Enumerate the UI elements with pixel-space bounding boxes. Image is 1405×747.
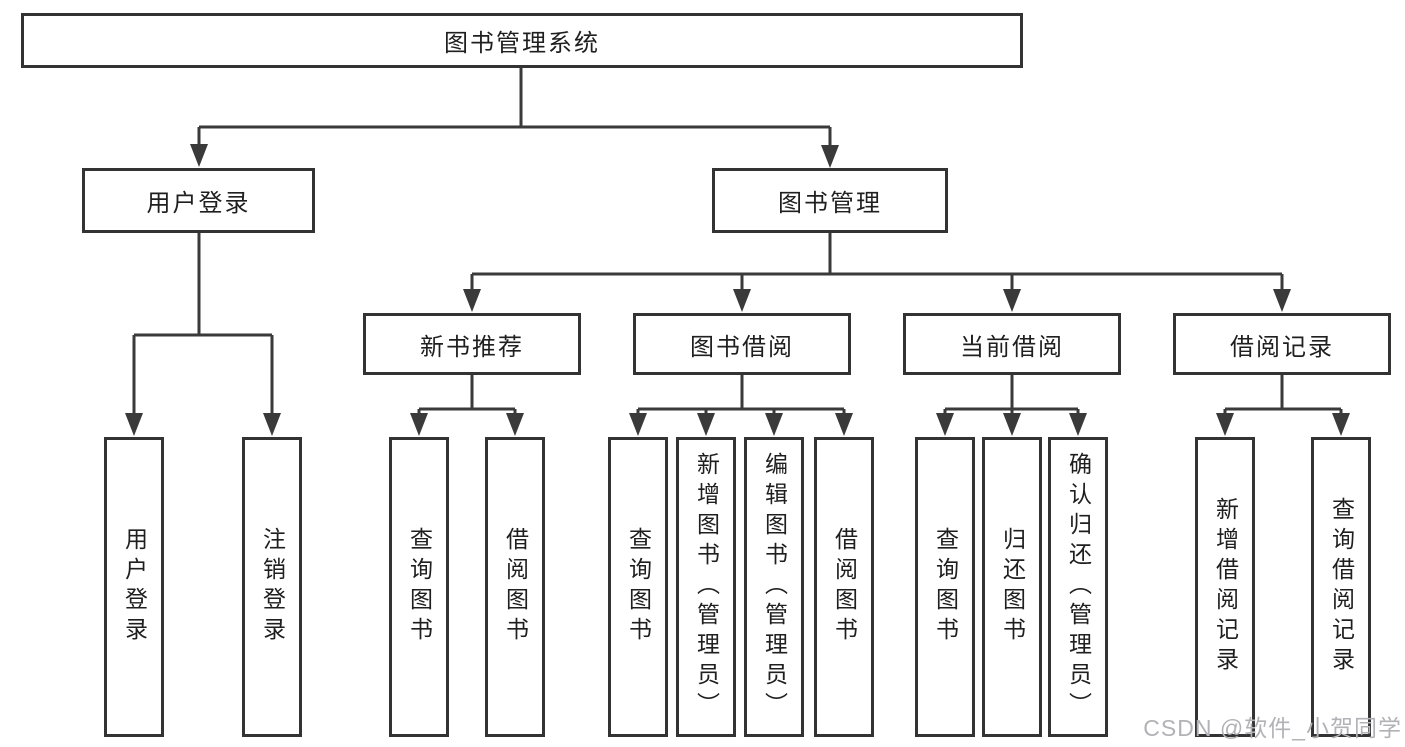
connector-book-borrow — [636, 375, 846, 418]
arrowheads-borrow-records — [1216, 413, 1350, 436]
leaf-confirm-return-admin: 确认归还（管理员） — [1048, 437, 1108, 737]
leaf-query-books-borrow: 查询图书 — [608, 437, 668, 737]
connector-root — [197, 68, 832, 149]
leaf-borrow-books-recommend: 借阅图书 — [485, 437, 545, 737]
leaf-query-books-recommend: 查询图书 — [389, 437, 449, 737]
leaf-logout-login: 注销登录 — [242, 437, 302, 737]
node-book-borrow: 图书借阅 — [633, 313, 851, 375]
connector-user-login — [132, 232, 274, 418]
node-borrow-records: 借阅记录 — [1173, 313, 1391, 375]
connector-borrow-records — [1223, 375, 1343, 418]
node-new-book-recommend: 新书推荐 — [363, 313, 581, 375]
arrowheads-book-borrow — [629, 413, 853, 436]
node-current-borrow: 当前借阅 — [903, 313, 1121, 375]
leaf-user-login: 用户登录 — [104, 437, 164, 737]
arrowheads-current-borrow — [936, 413, 1087, 436]
leaf-return-books: 归还图书 — [982, 437, 1042, 737]
connector-current-borrow — [943, 375, 1080, 418]
arrowheads-new-book-recommend — [410, 413, 524, 436]
node-root: 图书管理系统 — [21, 13, 1023, 68]
arrowheads-user-login — [125, 413, 281, 436]
leaf-add-books-admin: 新增图书（管理员） — [676, 437, 736, 737]
node-book-management: 图书管理 — [712, 168, 948, 233]
leaf-add-borrow-record: 新增借阅记录 — [1195, 437, 1255, 737]
connector-new-book-recommend — [417, 375, 517, 418]
arrowheads-root — [190, 144, 839, 168]
leaf-edit-books-admin: 编辑图书（管理员） — [744, 437, 804, 737]
leaf-query-books-current: 查询图书 — [915, 437, 975, 737]
leaf-query-borrow-record: 查询借阅记录 — [1311, 437, 1371, 737]
node-user-login: 用户登录 — [82, 168, 315, 233]
arrowheads-book-management — [463, 289, 1291, 312]
leaf-borrow-books: 借阅图书 — [814, 437, 874, 737]
watermark: CSDN @软件_小贺同学 — [1143, 715, 1402, 741]
connector-book-management — [470, 233, 1284, 293]
